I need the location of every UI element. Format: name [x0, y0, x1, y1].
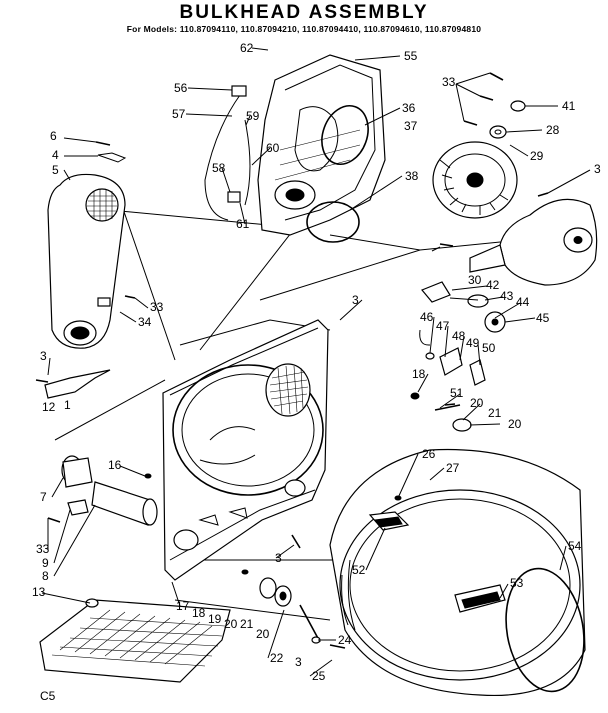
- wire-harness-57: [204, 94, 251, 221]
- lint-filter-13: [39, 598, 231, 683]
- callout-43: 43: [500, 289, 514, 303]
- exhaust-duct-5: [47, 173, 126, 349]
- corner-code: C5: [40, 689, 56, 703]
- callout-59: 59: [246, 109, 260, 123]
- callout-30: 30: [468, 273, 482, 287]
- callout-55: 55: [404, 49, 418, 63]
- callout-36: 36: [402, 101, 416, 115]
- leader-lines: [41, 47, 591, 677]
- callout-54: 54: [568, 539, 582, 553]
- callout-53: 53: [510, 576, 524, 590]
- blower-housing: [469, 198, 598, 286]
- callout-20-c: 20: [224, 617, 238, 631]
- bracket-12: [44, 369, 111, 399]
- seal-ring-38: [306, 201, 360, 243]
- callout-19: 19: [208, 612, 222, 626]
- heater-duct-parts: [47, 455, 158, 526]
- callout-20-d: 20: [256, 627, 270, 641]
- callout-33-top: 33: [442, 75, 456, 89]
- callout-37: 37: [404, 119, 418, 133]
- callout-21: 21: [488, 406, 502, 420]
- callout-61: 61: [236, 217, 250, 231]
- screw-hardware-6-4: [95, 141, 136, 299]
- drum-seal-54: [505, 567, 585, 693]
- callout-58: 58: [212, 161, 226, 175]
- callout-48: 48: [452, 329, 466, 343]
- callout-46: 46: [420, 310, 434, 324]
- callout-1: 1: [64, 398, 71, 412]
- callout-7: 7: [40, 490, 47, 504]
- callout-60: 60: [266, 141, 280, 155]
- callout-8: 8: [42, 569, 49, 583]
- callout-4: 4: [52, 148, 59, 162]
- models-line: For Models: 110.87094110, 110.87094210, …: [126, 24, 482, 34]
- sensor-58: [227, 191, 241, 203]
- callout-labels: 62 55 56 57 59 60 58 61 36 38 37 33 41 2…: [32, 41, 601, 683]
- callout-33-bottom-left: 33: [36, 542, 50, 556]
- callout-34: 34: [138, 315, 152, 329]
- callout-6: 6: [50, 129, 57, 143]
- small-hardware-41-28-29: [439, 72, 549, 247]
- callout-26: 26: [422, 447, 436, 461]
- callout-21-b: 21: [240, 617, 254, 631]
- callout-22: 22: [270, 651, 284, 665]
- callout-42: 42: [486, 278, 500, 292]
- bottom-hardware: [241, 534, 346, 649]
- diagram-title: BULKHEAD ASSEMBLY: [179, 2, 429, 23]
- callout-49: 49: [466, 336, 480, 350]
- callout-12: 12: [42, 400, 56, 414]
- thermostat-56: [231, 85, 247, 97]
- callout-27: 27: [446, 461, 460, 475]
- callout-18: 18: [412, 367, 426, 381]
- callout-3-top-right: 3: [594, 162, 601, 176]
- callout-29: 29: [530, 149, 544, 163]
- callout-45: 45: [536, 311, 550, 325]
- callout-16: 16: [108, 458, 122, 472]
- callout-3-center: 3: [352, 293, 359, 307]
- blower-wheel-37: [432, 141, 518, 219]
- front-bulkhead-panel: [162, 319, 329, 581]
- callout-13: 13: [32, 585, 46, 599]
- callout-3-panel: 3: [275, 551, 282, 565]
- callout-47: 47: [436, 319, 450, 333]
- callout-18-bottom: 18: [192, 606, 206, 620]
- callout-56: 56: [174, 81, 188, 95]
- callout-38: 38: [405, 169, 419, 183]
- callout-20-a: 20: [470, 396, 484, 410]
- callout-57: 57: [172, 107, 186, 121]
- callout-62: 62: [240, 41, 254, 55]
- callout-50: 50: [482, 341, 496, 355]
- callout-24: 24: [338, 633, 352, 647]
- callout-41: 41: [562, 99, 576, 113]
- callout-28: 28: [546, 123, 560, 137]
- dryer-drum: [329, 448, 586, 697]
- callout-51: 51: [450, 386, 464, 400]
- idler-shaft: [449, 297, 479, 301]
- callout-33-left: 33: [150, 300, 164, 314]
- callout-3-left: 3: [40, 349, 47, 363]
- callout-5: 5: [52, 163, 59, 177]
- callout-17: 17: [176, 599, 190, 613]
- callout-3-bottom: 3: [295, 655, 302, 669]
- seal-ring-36: [321, 105, 369, 165]
- callout-9: 9: [42, 556, 49, 570]
- callout-25: 25: [312, 669, 326, 683]
- callout-52: 52: [352, 563, 366, 577]
- callout-44: 44: [516, 295, 530, 309]
- callout-20-b: 20: [508, 417, 522, 431]
